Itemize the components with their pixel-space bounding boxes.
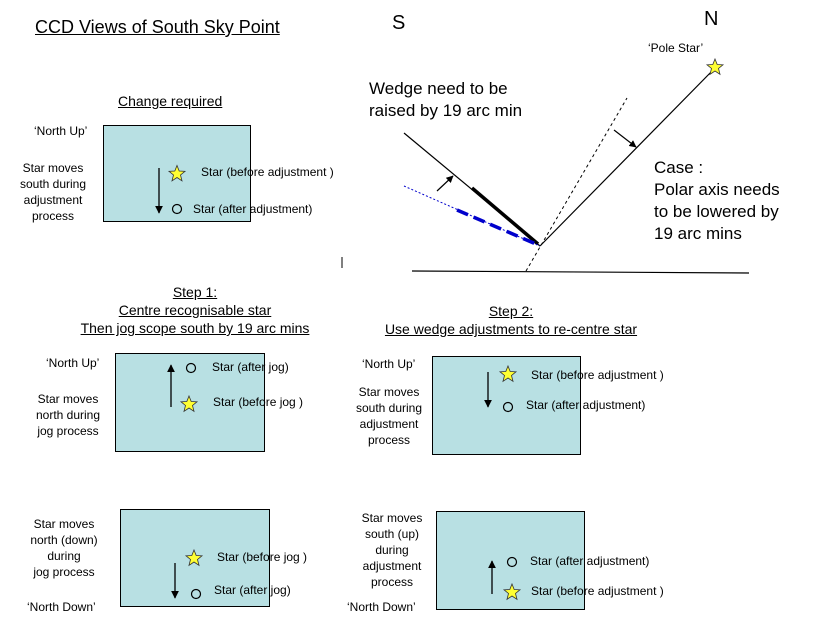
- wedge-note-line: raised by 19 arc min: [369, 101, 523, 120]
- circle-marker-icon: [185, 362, 197, 374]
- motion-description: Star moves south (up) during adjustment …: [352, 510, 432, 590]
- motion-description: Star moves south during adjustment proce…: [12, 160, 94, 224]
- orientation-label: ‘North Down’: [347, 600, 416, 614]
- ground-line: [411, 270, 750, 274]
- orientation-label: ‘North Up’: [46, 356, 100, 370]
- star-icon: [167, 164, 187, 182]
- step2-heading: Step 2: Use wedge adjustments to re-cent…: [370, 302, 652, 338]
- description-line: north during: [35, 408, 101, 422]
- star-before-label: Star (before adjustment ): [531, 368, 664, 382]
- star-icon: [179, 394, 199, 413]
- description-line: jog process: [37, 424, 99, 438]
- change-heading: Change required: [118, 93, 223, 109]
- description-line: north (down): [30, 533, 98, 547]
- case-note-line: Case :: [654, 158, 704, 177]
- description-line: during: [47, 549, 81, 563]
- wedge-plate: [470, 186, 540, 246]
- case-note-line: to be lowered by: [654, 202, 779, 221]
- motion-description: Star moves south during adjustment proce…: [348, 384, 430, 448]
- pole-star-label: ‘Pole Star’: [648, 41, 704, 55]
- pole-reference-dotted-line: [525, 97, 628, 272]
- description-line: Star moves: [22, 161, 84, 175]
- heading-line: Centre recognisable star: [118, 302, 272, 318]
- description-line: process: [367, 433, 411, 447]
- motion-description: Star moves north during jog process: [26, 391, 110, 439]
- description-line: Star moves: [358, 385, 420, 399]
- case-note: Case : Polar axis needs to be lowered by…: [654, 157, 780, 245]
- circle-marker-icon: [190, 588, 202, 600]
- orientation-label: ‘North Down’: [27, 600, 96, 614]
- heading-line: Use wedge adjustments to re-centre star: [384, 321, 638, 337]
- star-after-label: Star (after adjustment): [530, 554, 650, 568]
- wedge-note-line: Wedge need to be: [369, 79, 508, 98]
- wedge-target-dashed-line: [456, 208, 537, 246]
- star-after-label: Star (after jog): [214, 583, 291, 597]
- wedge-target-dotted-line: [403, 185, 541, 247]
- circle-marker-icon: [506, 556, 518, 568]
- star-icon: [184, 548, 204, 567]
- axis-lower-arrow: [613, 129, 637, 148]
- star-before-label: Star (before adjustment ): [201, 165, 334, 179]
- case-note-line: 19 arc mins: [654, 224, 742, 243]
- description-line: adjustment: [362, 559, 422, 573]
- star-icon: [502, 582, 522, 601]
- star-before-label: Star (before jog ): [213, 395, 304, 409]
- polar-axis-line: [539, 67, 716, 247]
- star-before-label: Star (before jog ): [217, 550, 308, 564]
- description-line: south during: [19, 177, 87, 191]
- step1-heading: Step 1: Centre recognisable star Then jo…: [60, 283, 330, 337]
- star-after-label: Star (after adjustment): [526, 398, 646, 412]
- description-line: Star moves: [33, 517, 95, 531]
- orientation-label: ‘North Up’: [34, 124, 88, 138]
- description-line: process: [370, 575, 414, 589]
- description-line: Star moves: [37, 392, 99, 406]
- motion-description: Star moves north (down) during jog proce…: [24, 516, 104, 580]
- page-title: CCD Views of South Sky Point: [35, 17, 280, 37]
- heading-line: Step 2:: [488, 303, 534, 319]
- star-icon: [498, 364, 518, 383]
- heading-line: Step 1:: [172, 284, 218, 300]
- description-line: process: [31, 209, 75, 223]
- orientation-label: ‘North Up’: [362, 357, 416, 371]
- star-after-label: Star (after adjustment): [193, 202, 313, 216]
- description-line: south during: [355, 401, 423, 415]
- circle-marker-icon: [502, 401, 514, 413]
- wedge-raise-arrow: [436, 175, 454, 192]
- north-label: N: [704, 8, 719, 30]
- star-after-label: Star (after jog): [212, 360, 289, 374]
- wedge-note: Wedge need to be raised by 19 arc min: [369, 78, 522, 122]
- description-line: during: [375, 543, 409, 557]
- case-note-line: Polar axis needs: [654, 180, 780, 199]
- circle-marker-icon: [171, 203, 183, 215]
- heading-line: Then jog scope south by 19 arc mins: [80, 320, 310, 336]
- description-line: south (up): [364, 527, 420, 541]
- description-line: Star moves: [361, 511, 423, 525]
- star-before-label: Star (before adjustment ): [531, 584, 664, 598]
- south-label: S: [392, 12, 406, 34]
- description-line: adjustment: [359, 417, 419, 431]
- pole-star-icon: [705, 57, 725, 76]
- description-line: jog process: [33, 565, 95, 579]
- description-line: adjustment: [23, 193, 83, 207]
